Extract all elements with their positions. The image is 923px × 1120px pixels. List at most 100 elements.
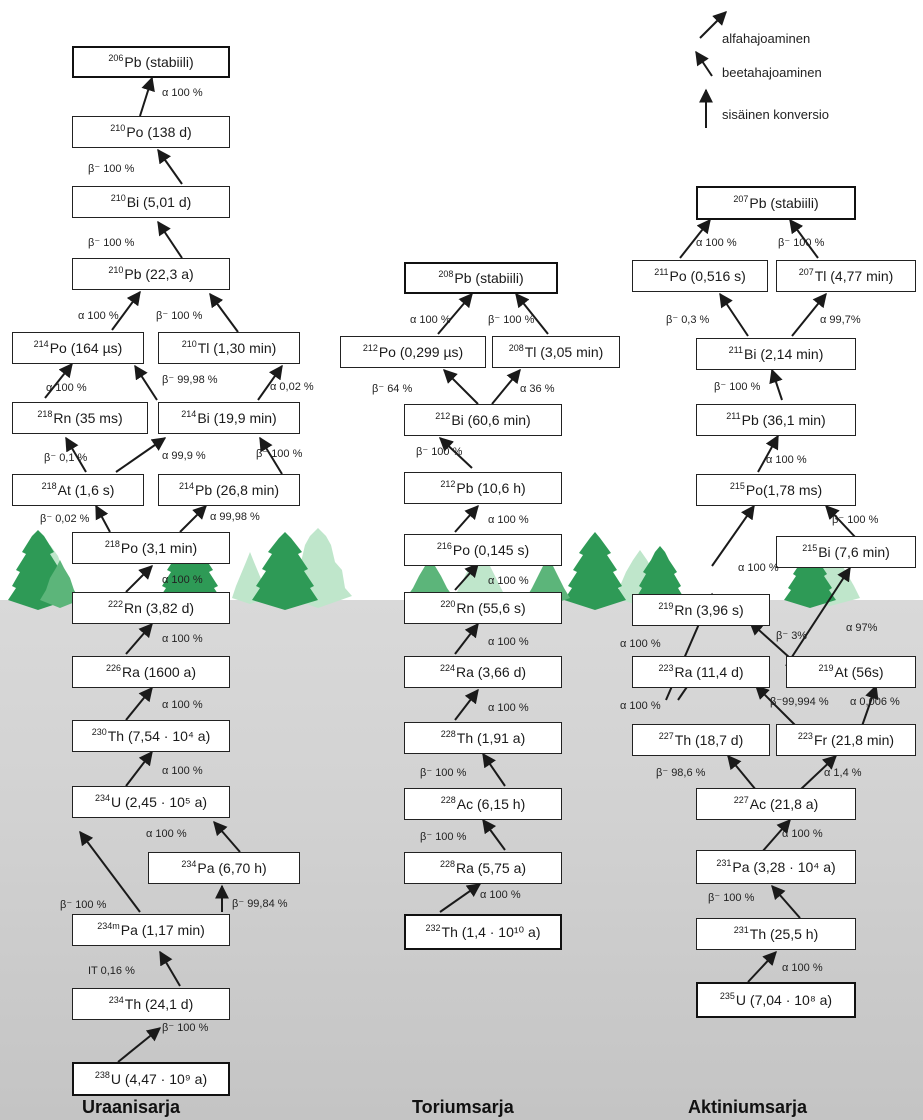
decay-arrow xyxy=(482,752,506,787)
decay-label: α 100 % xyxy=(410,314,451,326)
decay-label: α 0,006 % xyxy=(850,696,900,708)
legend-alpha-arrow xyxy=(699,11,727,39)
decay-arrow xyxy=(769,368,783,401)
decay-arrow xyxy=(259,436,283,475)
decay-arrow xyxy=(213,820,241,853)
decay-label: β⁻ 100 % xyxy=(88,237,135,249)
decay-label: α 100 % xyxy=(162,87,203,99)
decay-label: β⁻ 100 % xyxy=(708,892,755,904)
decay-label: α 100 % xyxy=(488,702,529,714)
decay-arrow xyxy=(117,1027,162,1063)
decay-label: α 100 % xyxy=(46,382,87,394)
decay-arrow xyxy=(65,436,87,473)
decay-label: α 100 % xyxy=(738,562,779,574)
tree xyxy=(564,532,626,610)
decay-arrow xyxy=(719,292,749,337)
decay-arrow xyxy=(125,686,153,721)
decay-arrow xyxy=(454,562,479,591)
decay-arrow xyxy=(515,292,549,335)
decay-arrow xyxy=(482,818,506,851)
legend-ic-text: sisäinen konversio xyxy=(722,107,829,122)
decay-label: α 100 % xyxy=(782,962,823,974)
decay-arrow xyxy=(443,369,479,405)
decay-arrow xyxy=(159,950,181,987)
decay-arrow xyxy=(111,290,141,331)
decay-label: α 99,98 % xyxy=(210,511,260,523)
legend-beta-text: beetahajoaminen xyxy=(722,65,822,80)
decay-label: β⁻99,994 % xyxy=(770,696,829,708)
decay-arrow xyxy=(95,504,111,533)
decay-arrow xyxy=(257,364,283,401)
decay-arrow xyxy=(209,292,239,333)
decay-label: β⁻ 0,1 % xyxy=(44,452,88,464)
decay-label: β⁻ 100 % xyxy=(420,831,467,843)
decay-arrow xyxy=(748,621,791,659)
decay-arrow xyxy=(438,437,473,469)
decay-label: α 100 % xyxy=(620,638,661,650)
decay-label: α 100 % xyxy=(488,575,529,587)
decay-arrow xyxy=(115,437,167,473)
decay-label: β⁻ 100 % xyxy=(420,767,467,779)
decay-arrow xyxy=(761,818,791,853)
tree xyxy=(40,560,80,608)
decay-label: α 100 % xyxy=(620,700,661,712)
decay-label: β⁻ 100 % xyxy=(156,310,203,322)
decay-label: β⁻ 0,3 % xyxy=(666,314,710,326)
decay-arrow xyxy=(157,220,183,259)
tree xyxy=(158,532,222,610)
tree xyxy=(636,546,684,606)
decay-arrow xyxy=(125,622,153,655)
decay-label: β⁻ 100 % xyxy=(832,514,879,526)
decay-arrow xyxy=(134,364,158,401)
decay-arrow xyxy=(157,148,183,185)
legend-alpha-text: alfahajoaminen xyxy=(722,31,811,46)
decay-label: IT 0,16 % xyxy=(88,965,135,977)
decay-arrow xyxy=(44,362,73,399)
decay-arrow xyxy=(757,434,779,473)
decay-arrow xyxy=(711,504,755,567)
decay-arrow xyxy=(454,622,479,655)
decay-arrow xyxy=(679,218,711,259)
decay-label: α 100 % xyxy=(488,514,529,526)
decay-label: β⁻ 0,02 % xyxy=(40,513,90,525)
decay-label: α 100 % xyxy=(480,889,521,901)
decay-label: β⁻ 64 % xyxy=(372,383,413,395)
decay-label: β⁻ 99,84 % xyxy=(232,898,288,910)
decay-arrow xyxy=(785,566,851,667)
decay-label: β⁻ 100 % xyxy=(88,163,135,175)
decay-label: β⁻ 100 % xyxy=(714,381,761,393)
decay-arrow xyxy=(789,218,819,259)
decay-label: β⁻ 100 % xyxy=(778,237,825,249)
decay-arrow xyxy=(125,565,153,593)
